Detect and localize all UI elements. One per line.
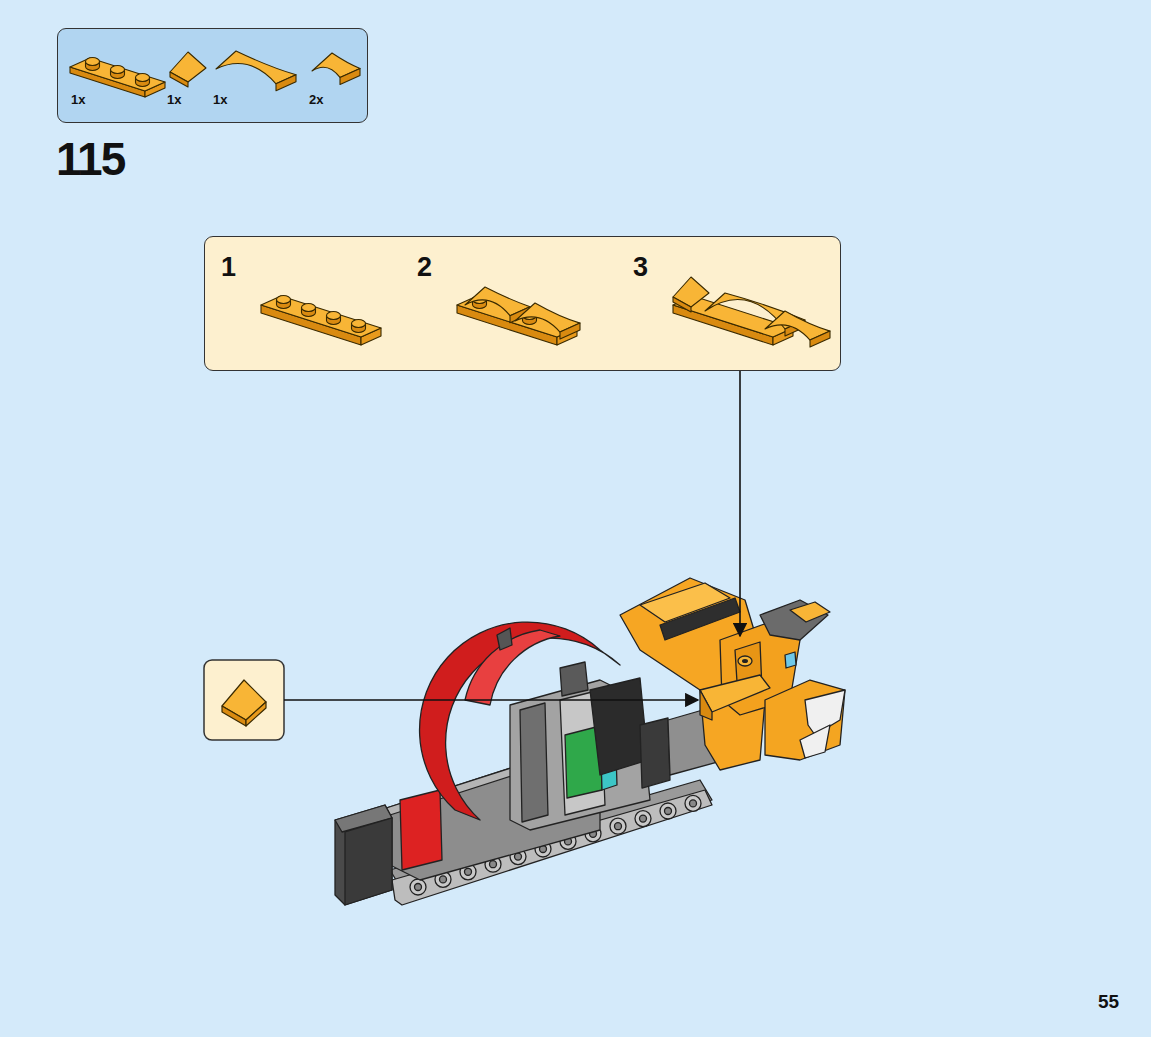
track-wheel <box>515 853 522 860</box>
track-wheel <box>640 815 647 822</box>
track-wheel <box>690 800 697 807</box>
substep-number: 1 <box>221 254 236 281</box>
track-wheel <box>415 884 422 891</box>
track-wheel <box>610 818 626 834</box>
leader-arrow <box>284 699 698 701</box>
track-wheel <box>410 879 426 895</box>
callout-box <box>204 660 284 740</box>
part-icons <box>58 29 369 124</box>
part-count: 1x <box>213 93 227 106</box>
leader-arrow <box>739 371 741 636</box>
part-icons <box>205 237 842 372</box>
substep-panel: 1 2 3 <box>204 236 841 371</box>
slope-part <box>222 680 266 726</box>
track-wheel <box>490 861 497 868</box>
substep-number: 2 <box>417 254 432 281</box>
track-wheel <box>465 868 472 875</box>
part-count: 1x <box>167 93 181 106</box>
track-wheel <box>665 808 672 815</box>
substep-number: 3 <box>633 254 648 281</box>
track-wheel <box>685 795 701 811</box>
track-wheel <box>660 803 676 819</box>
part-count: 2x <box>309 93 323 106</box>
track-wheel <box>440 876 447 883</box>
part-count: 1x <box>71 93 85 106</box>
model-assembly <box>335 578 845 905</box>
track-wheel <box>615 823 622 830</box>
track-wheel <box>635 811 651 827</box>
step-number: 115 <box>56 136 124 182</box>
parts-list-panel: 1x 1x 1x 2x <box>57 28 368 123</box>
page-number: 55 <box>1098 992 1119 1011</box>
